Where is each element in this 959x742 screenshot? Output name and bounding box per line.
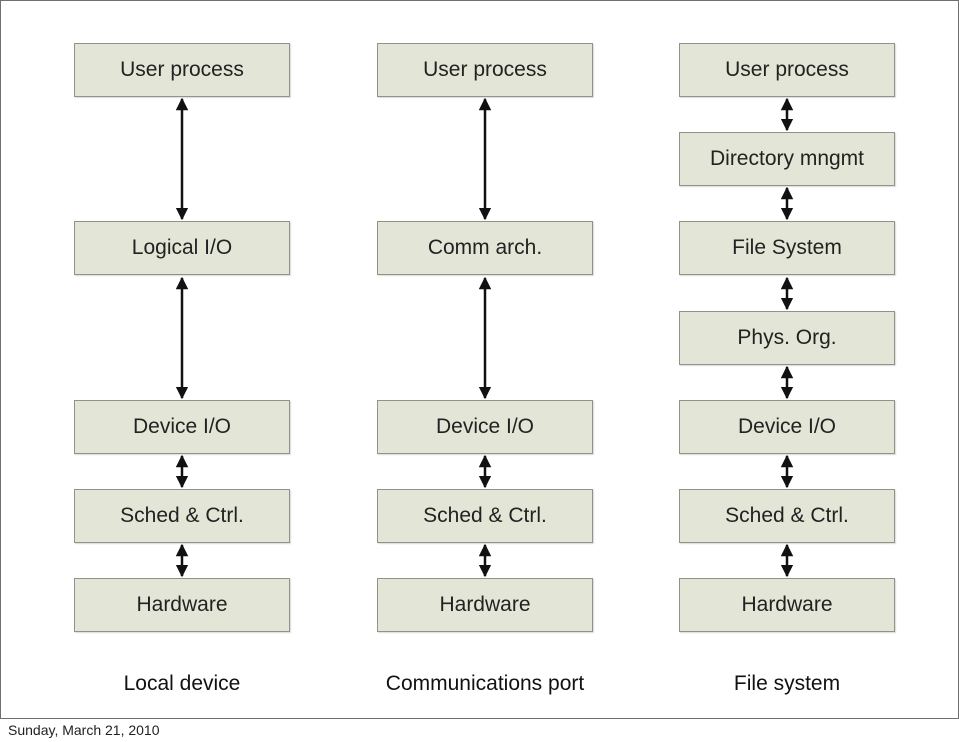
layer-box-user-process: User process [679,43,895,97]
layer-box-sched-ctrl: Sched & Ctrl. [377,489,593,543]
layer-box-device-io: Device I/O [679,400,895,454]
layer-box-phys-org: Phys. Org. [679,311,895,365]
layer-box-device-io: Device I/O [377,400,593,454]
arrow-layer [175,97,794,578]
footer-date: Sunday, March 21, 2010 [8,722,160,738]
column-label-file-system: File system [733,672,841,695]
slide: User process Logical I/O Device I/O Sche… [0,0,959,719]
column-label-communications-port: Communications port [385,672,585,695]
column-label-local-device: Local device [123,672,241,695]
layer-box-hardware: Hardware [377,578,593,632]
layer-box-file-system: File System [679,221,895,275]
layer-box-user-process: User process [74,43,290,97]
layer-box-user-process: User process [377,43,593,97]
layer-box-hardware: Hardware [679,578,895,632]
layer-box-hardware: Hardware [74,578,290,632]
layer-box-device-io: Device I/O [74,400,290,454]
layer-box-directory-mngmt: Directory mngmt [679,132,895,186]
layer-box-comm-arch: Comm arch. [377,221,593,275]
layer-box-sched-ctrl: Sched & Ctrl. [679,489,895,543]
layer-box-logical-io: Logical I/O [74,221,290,275]
layer-box-sched-ctrl: Sched & Ctrl. [74,489,290,543]
